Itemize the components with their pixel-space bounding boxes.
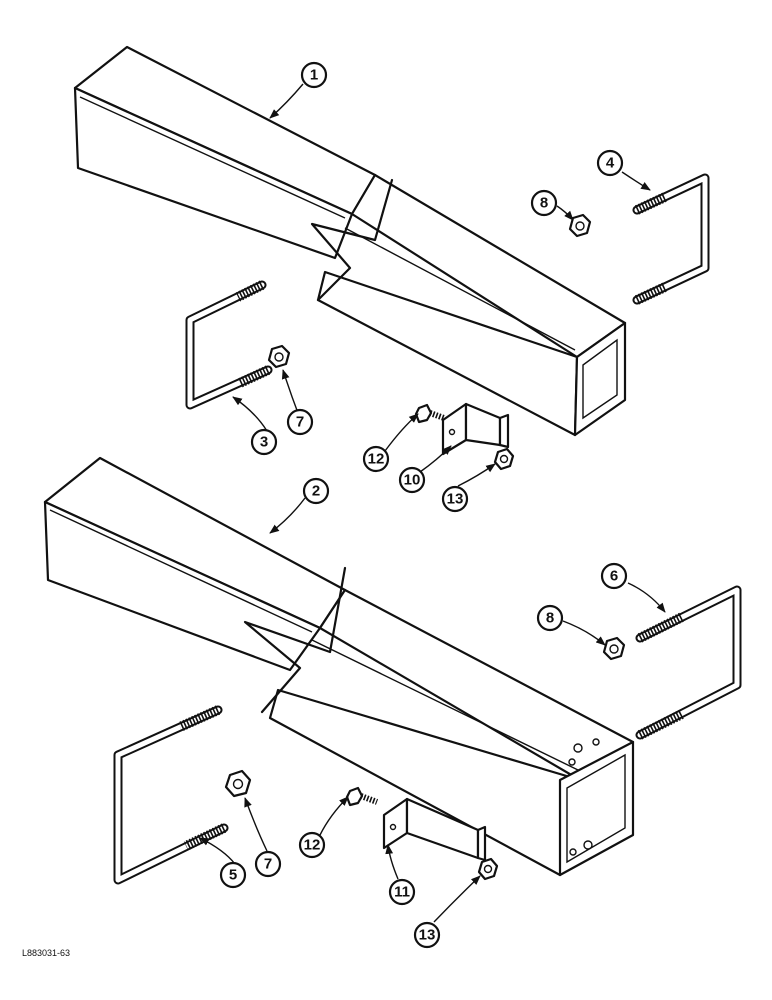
- svg-text:8: 8: [540, 195, 548, 212]
- callout-2: 2: [302, 477, 330, 505]
- callout-10: 10: [398, 466, 426, 494]
- u-bolt-4: [632, 173, 710, 305]
- callout-11: 11: [388, 878, 416, 906]
- svg-text:4: 4: [606, 155, 615, 172]
- svg-text:13: 13: [447, 491, 464, 508]
- callout-7-lower: 7: [254, 850, 282, 878]
- hex-nut-8-lower: [602, 636, 626, 661]
- callout-7-upper: 7: [286, 408, 314, 436]
- callout-8-lower: 8: [536, 604, 564, 632]
- bracket-11: [382, 797, 487, 862]
- svg-text:2: 2: [312, 483, 320, 500]
- drawing-id-label: L883031-63: [22, 948, 71, 958]
- svg-text:10: 10: [404, 472, 421, 489]
- callout-6: 6: [600, 562, 628, 590]
- callout-1: 1: [300, 61, 328, 89]
- svg-text:12: 12: [368, 451, 385, 468]
- lower-square-tube: [43, 456, 635, 877]
- callout-12-upper: 12: [362, 445, 390, 473]
- svg-text:5: 5: [229, 867, 237, 884]
- svg-text:7: 7: [296, 414, 304, 431]
- u-bolt-5: [113, 705, 229, 885]
- upper-square-tube: [73, 45, 627, 437]
- callout-5: 5: [219, 861, 247, 889]
- callout-12-lower: 12: [298, 831, 326, 859]
- cap-screw-12-upper: [414, 403, 446, 424]
- flange-nut-13-lower: [477, 857, 499, 881]
- svg-text:7: 7: [264, 856, 272, 873]
- svg-text:3: 3: [260, 434, 268, 451]
- callout-13-lower: 13: [413, 921, 441, 949]
- callout-3: 3: [250, 428, 278, 456]
- svg-text:1: 1: [310, 67, 318, 84]
- svg-text:8: 8: [546, 610, 554, 627]
- svg-text:6: 6: [610, 568, 618, 585]
- svg-text:11: 11: [394, 884, 410, 901]
- bracket-10: [441, 402, 510, 456]
- flange-nut-13-upper: [493, 447, 515, 471]
- callout-8-upper: 8: [530, 189, 558, 217]
- svg-text:13: 13: [419, 927, 436, 944]
- hex-nut-7-upper: [267, 344, 291, 369]
- u-bolt-6: [635, 585, 742, 740]
- hex-nut-8-upper: [568, 213, 592, 238]
- callout-4: 4: [596, 149, 624, 177]
- u-bolt-3: [185, 280, 273, 410]
- svg-text:12: 12: [304, 837, 321, 854]
- cap-screw-12-lower: [345, 786, 379, 807]
- callout-13-upper: 13: [441, 485, 469, 513]
- hex-nut-7-lower: [224, 769, 252, 798]
